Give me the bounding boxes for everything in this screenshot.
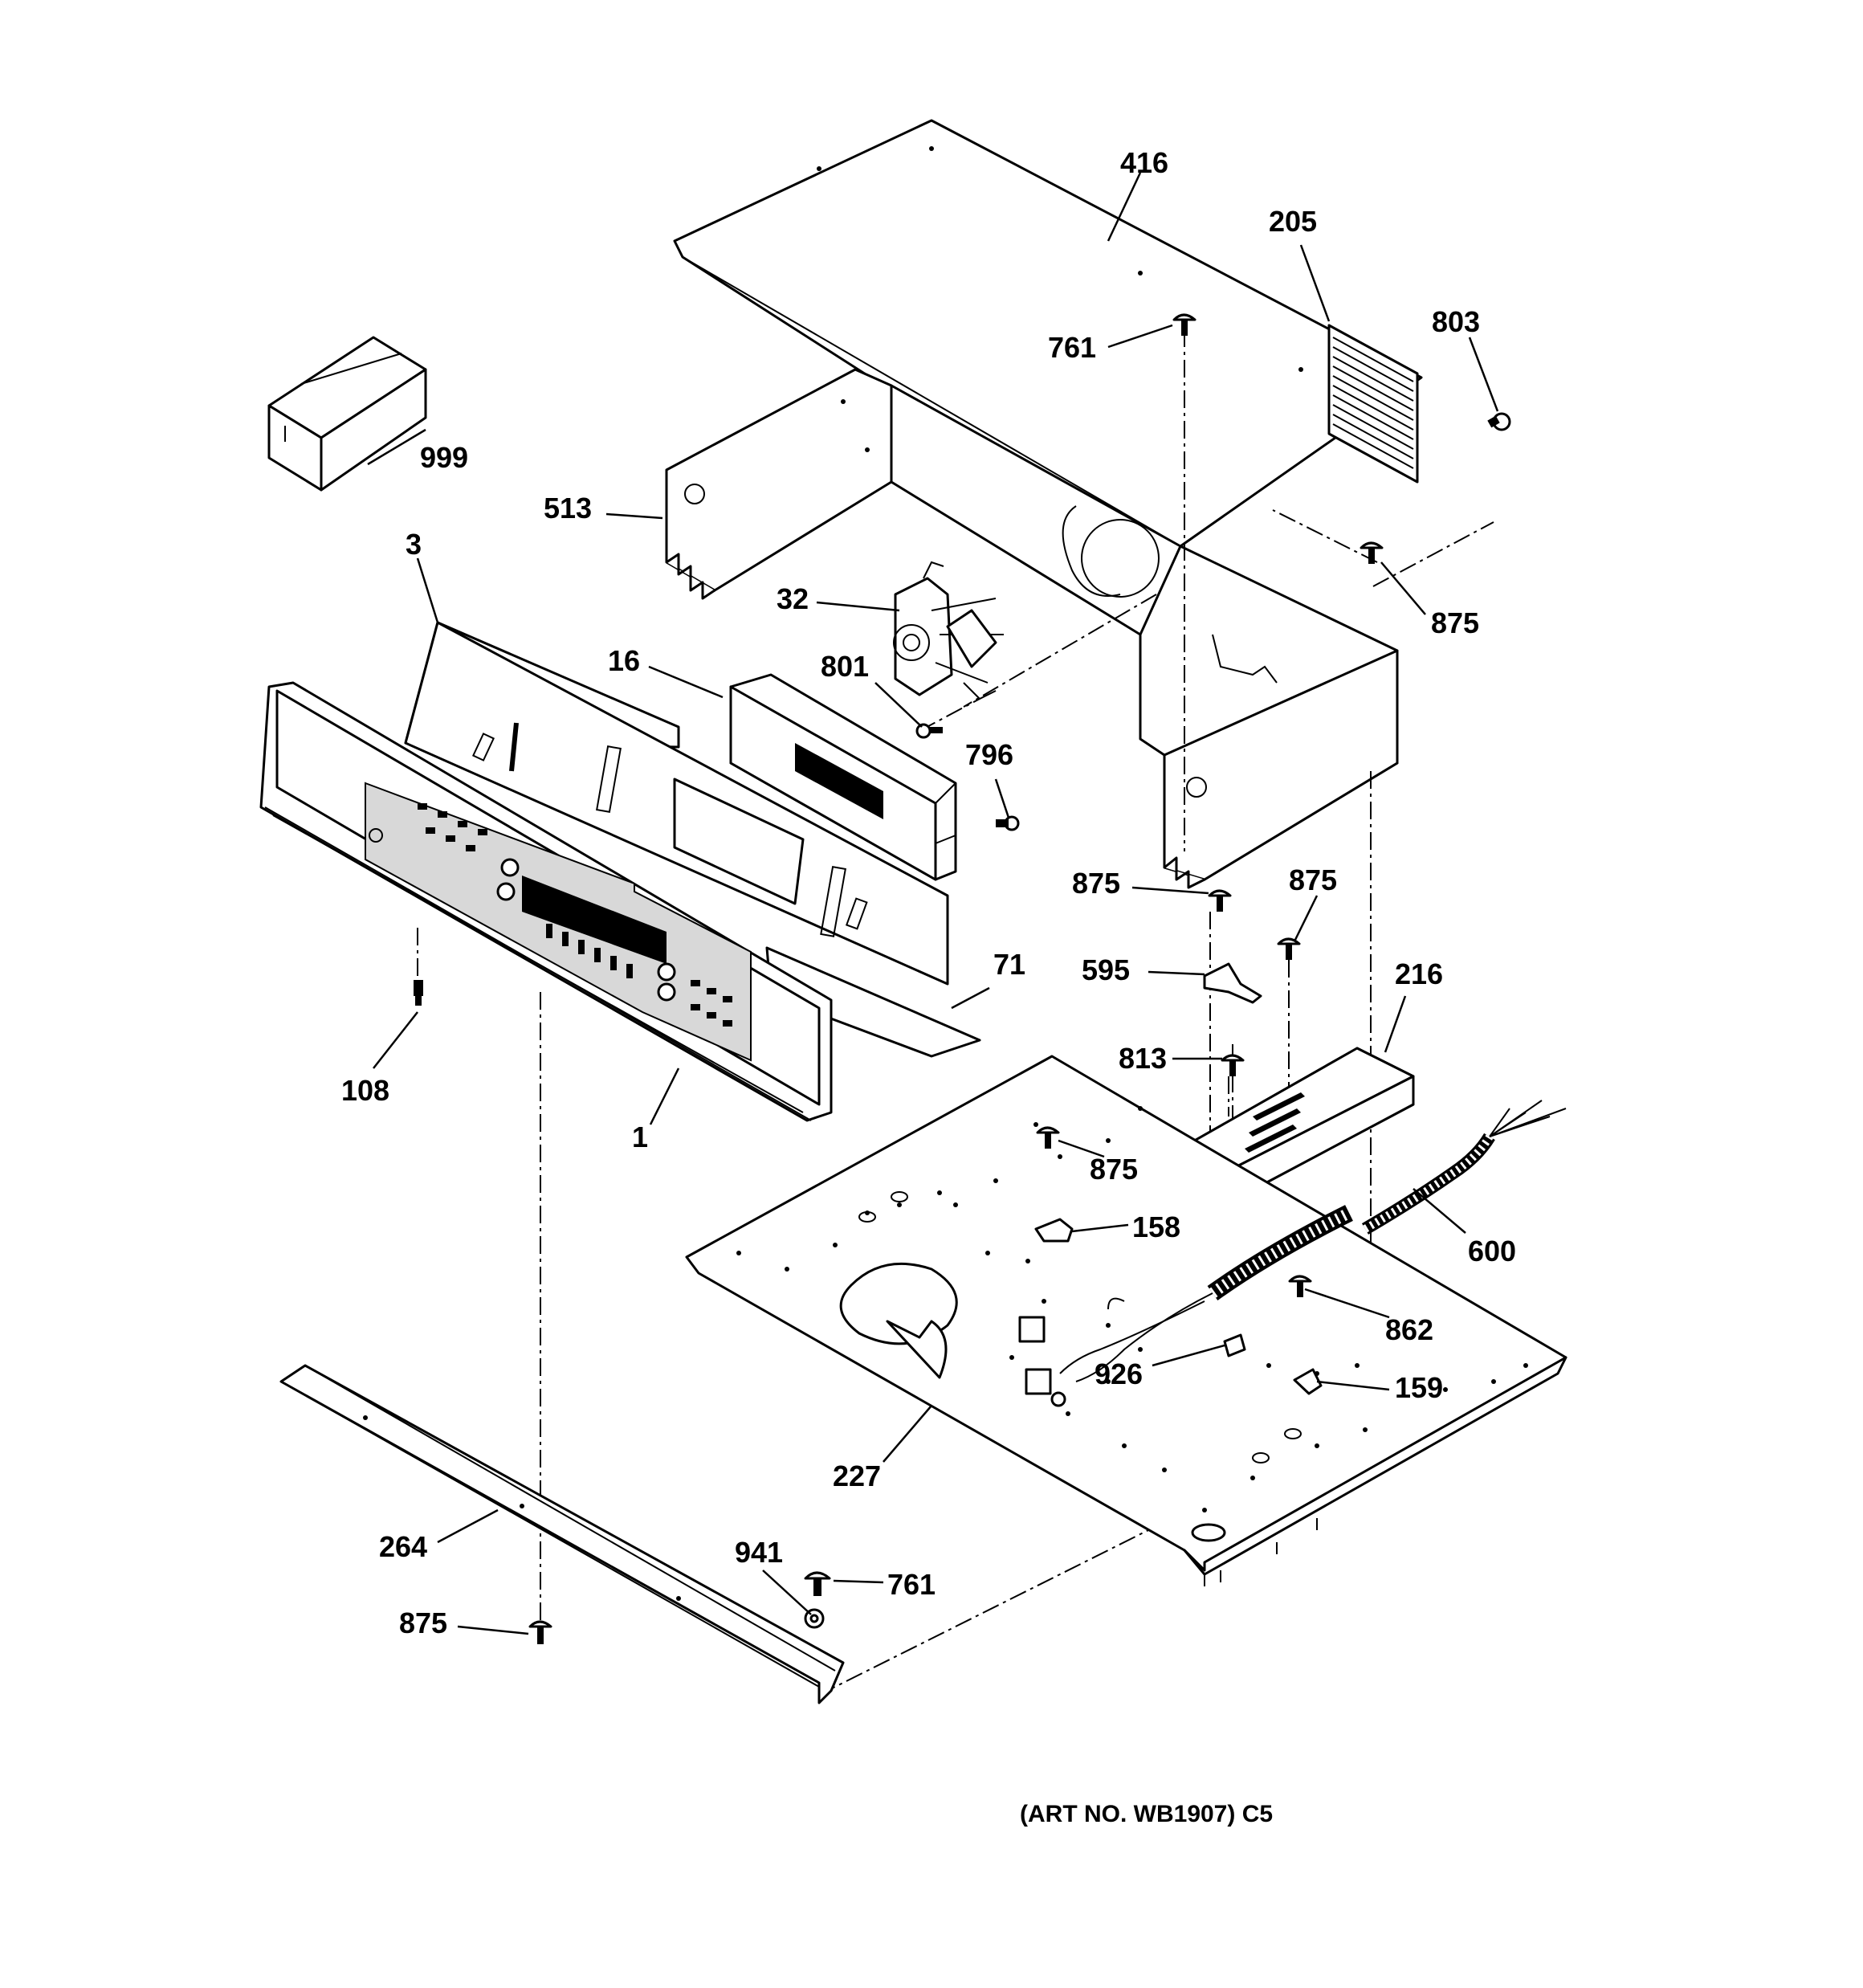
label-941: 941 bbox=[735, 1536, 783, 1569]
screw-875-mid-a bbox=[1208, 889, 1232, 912]
screw-801 bbox=[915, 723, 943, 739]
label-761-bottom: 761 bbox=[887, 1568, 936, 1601]
label-216: 216 bbox=[1395, 957, 1443, 990]
part-labels: 416 205 803 761 999 513 3 32 875 16 801 … bbox=[341, 146, 1516, 1639]
screw-796 bbox=[996, 815, 1020, 831]
screw-761-top bbox=[1172, 313, 1196, 336]
label-999: 999 bbox=[420, 441, 468, 474]
label-108: 108 bbox=[341, 1074, 389, 1107]
clamp-595 bbox=[1203, 962, 1262, 1004]
screw-108 bbox=[414, 980, 423, 1006]
side-panel-right-part bbox=[1139, 545, 1399, 889]
art-number: (ART NO. WB1907) C5 bbox=[1020, 1801, 1273, 1827]
convection-fan-part bbox=[893, 561, 1004, 700]
control-panel-front-part bbox=[259, 681, 833, 1122]
label-875-right: 875 bbox=[1431, 606, 1479, 639]
screw-875-floor bbox=[1036, 1126, 1060, 1149]
screw-875-mid-b bbox=[1277, 937, 1301, 960]
label-16: 16 bbox=[608, 644, 640, 677]
bracket-926 bbox=[1223, 1333, 1246, 1357]
label-875-mid-b: 875 bbox=[1289, 863, 1337, 896]
sensor-159 bbox=[1293, 1368, 1323, 1395]
screw-813 bbox=[1221, 1054, 1245, 1076]
label-761-top: 761 bbox=[1048, 331, 1096, 364]
trim-strip-part bbox=[279, 1364, 845, 1704]
shipping-box-part bbox=[267, 336, 427, 492]
wire-harness-part bbox=[1018, 1100, 1567, 1407]
vent-grille-part bbox=[1327, 324, 1419, 484]
screw-862 bbox=[1288, 1275, 1312, 1297]
screw-875-bottom bbox=[528, 1620, 552, 1644]
screw-803 bbox=[1487, 412, 1511, 431]
label-875-mid-a: 875 bbox=[1072, 867, 1120, 900]
label-801: 801 bbox=[821, 650, 869, 683]
label-875-bottom: 875 bbox=[399, 1606, 447, 1639]
label-159: 159 bbox=[1395, 1371, 1443, 1404]
label-803: 803 bbox=[1432, 305, 1480, 338]
panel-backer-part bbox=[404, 621, 949, 986]
control-board-part bbox=[729, 673, 957, 881]
label-513: 513 bbox=[544, 492, 592, 525]
sensor-158 bbox=[1034, 1218, 1074, 1243]
label-1: 1 bbox=[632, 1121, 648, 1153]
label-813: 813 bbox=[1119, 1042, 1167, 1075]
label-416: 416 bbox=[1120, 146, 1168, 179]
label-926: 926 bbox=[1095, 1357, 1143, 1390]
screw-875-right bbox=[1360, 541, 1384, 564]
label-796: 796 bbox=[965, 738, 1013, 771]
label-264: 264 bbox=[379, 1530, 427, 1563]
bottom-plate-part bbox=[685, 1055, 1567, 1586]
label-71: 71 bbox=[993, 948, 1025, 981]
leader-lines bbox=[367, 172, 1499, 1635]
label-158: 158 bbox=[1132, 1210, 1180, 1243]
label-595: 595 bbox=[1082, 953, 1130, 986]
label-875-floor: 875 bbox=[1090, 1153, 1138, 1186]
side-panel-left-part bbox=[665, 368, 893, 600]
label-227: 227 bbox=[833, 1459, 881, 1492]
label-205: 205 bbox=[1269, 205, 1317, 238]
label-32: 32 bbox=[777, 582, 809, 615]
label-600: 600 bbox=[1468, 1235, 1516, 1268]
label-3: 3 bbox=[406, 528, 422, 561]
label-862: 862 bbox=[1385, 1313, 1433, 1346]
screw-761-bottom bbox=[804, 1571, 831, 1596]
